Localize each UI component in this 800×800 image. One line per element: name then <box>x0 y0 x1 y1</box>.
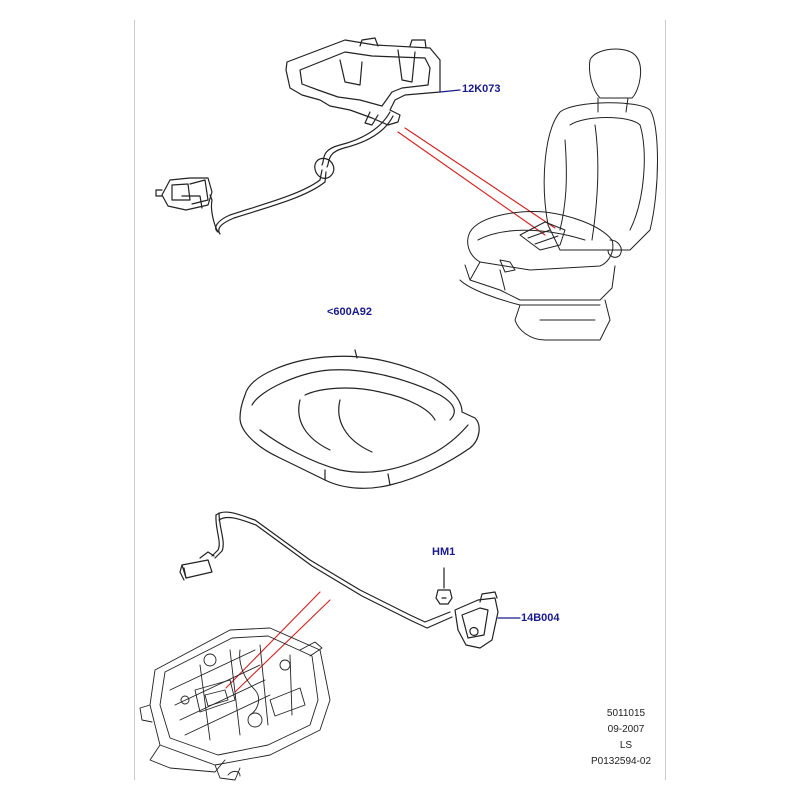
mounting-bracket <box>454 591 521 649</box>
diagram-sheet <box>135 20 665 780</box>
upper-highlight-lines <box>397 127 556 236</box>
seat-frame-assembly <box>139 627 331 781</box>
sheet-border-left <box>134 20 135 780</box>
reference-date: 09-2007 <box>607 724 645 735</box>
seat-cushion-pad <box>239 349 480 489</box>
callout-12k073: 12K073 <box>462 83 501 95</box>
upper-wiring-harness <box>155 37 461 235</box>
callout-600a92: <600A92 <box>327 306 372 318</box>
seat-illustration <box>459 48 658 341</box>
callout-14b004: 14B004 <box>521 612 560 624</box>
reference-model-code: LS <box>619 740 633 751</box>
lower-highlight-lines <box>225 591 331 693</box>
lower-wiring-harness <box>179 511 453 629</box>
reference-part-code: P0132594-02 <box>590 756 652 767</box>
hm1-fastener <box>435 567 453 605</box>
callout-hm1: HM1 <box>432 546 456 558</box>
sheet-border-right <box>665 20 666 780</box>
reference-number: 5011015 <box>606 708 646 719</box>
